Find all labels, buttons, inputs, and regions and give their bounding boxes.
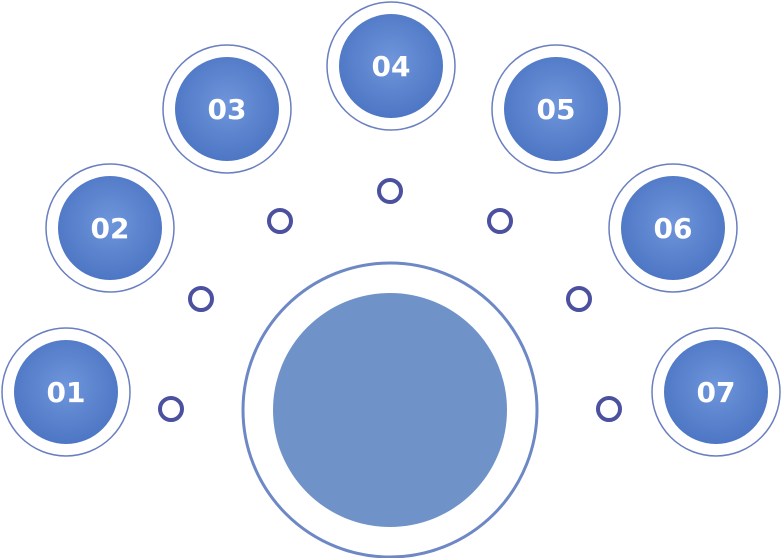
node-disc [339, 14, 443, 118]
node-disc [175, 57, 279, 161]
node-label: 04 [372, 50, 411, 83]
node-disc [621, 176, 725, 280]
connector-dot [377, 178, 403, 204]
node-label: 03 [208, 93, 247, 126]
node-04: 04 [326, 1, 456, 131]
node-03: 03 [162, 44, 292, 174]
node-01: 01 [1, 327, 131, 457]
connector-dot [158, 396, 184, 422]
node-label: 05 [537, 93, 576, 126]
node-label: 01 [47, 376, 86, 409]
node-06: 06 [608, 163, 738, 293]
node-disc [504, 57, 608, 161]
node-02: 02 [45, 163, 175, 293]
node-disc [664, 340, 768, 444]
connector-dots [158, 178, 622, 422]
connector-dot [267, 208, 293, 234]
node-disc [14, 340, 118, 444]
node-label: 07 [697, 376, 736, 409]
node-label: 06 [654, 212, 693, 245]
node-disc [58, 176, 162, 280]
hub [241, 261, 539, 558]
node-05: 05 [491, 44, 621, 174]
hub-disc [273, 293, 507, 527]
connector-dot [566, 286, 592, 312]
connector-dot [596, 396, 622, 422]
node-07: 07 [651, 327, 781, 457]
connector-dot [487, 208, 513, 234]
node-label: 02 [91, 212, 130, 245]
connector-dot [188, 286, 214, 312]
